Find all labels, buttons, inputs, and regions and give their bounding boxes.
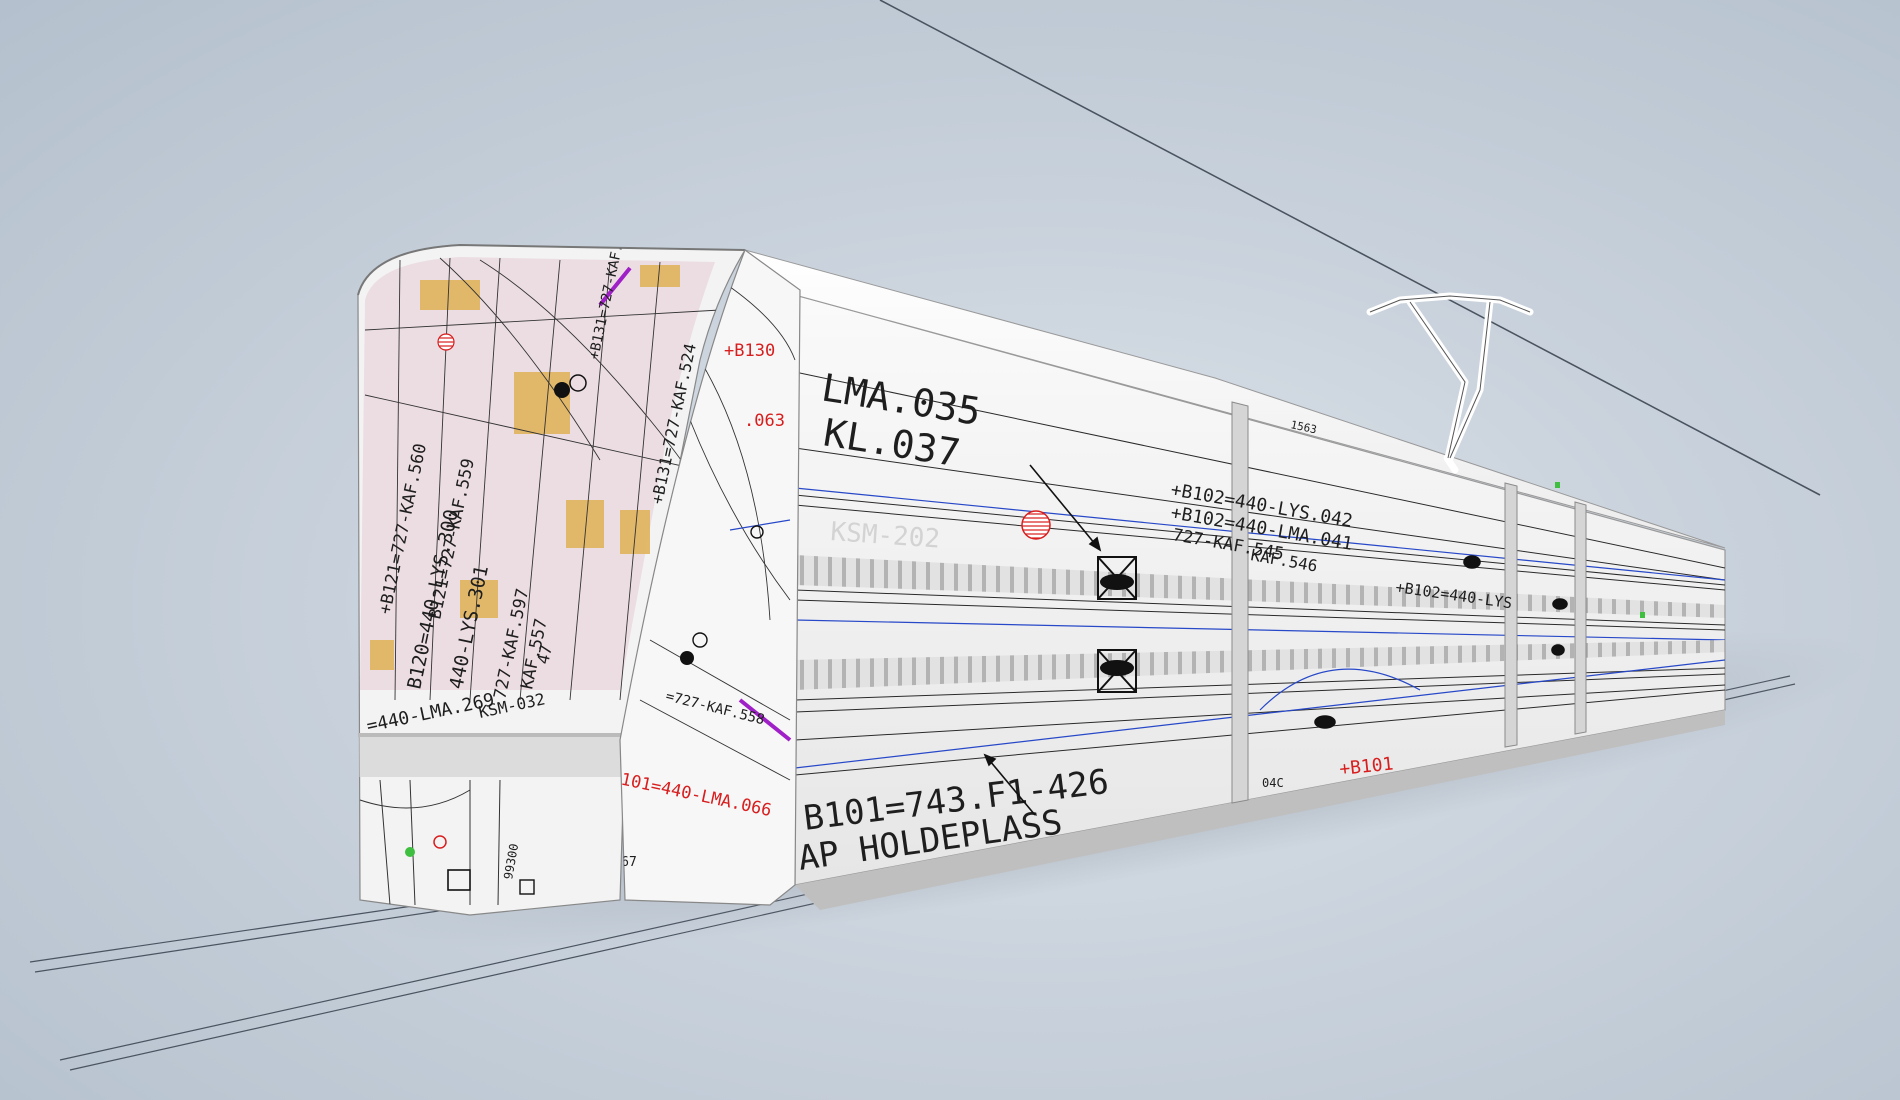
headlight-bar [358, 733, 626, 737]
tram-side: LMA.035 KL.037 KSM-202 B101=743.F1-426 A… [744, 249, 1726, 910]
rail-track-upper [795, 555, 1725, 618]
label-num99300: 99300 [501, 843, 521, 881]
label-num47: 47 [533, 643, 556, 666]
front-hatched-circle-icon [437, 333, 455, 351]
signal-marker-icon [1097, 556, 1137, 693]
front-windshield-map [360, 257, 715, 690]
front-bumper-stripe [358, 735, 628, 777]
label-1563: 1563 [1289, 418, 1318, 436]
label-kaf567: KAF.567 [582, 855, 637, 870]
rail-track-lower [795, 640, 1725, 690]
section-joints [1231, 401, 1587, 804]
overhead-wire [879, 0, 1821, 496]
label-04c: 04C [1262, 776, 1284, 790]
tram-corner-panel: +B130 .063 =727-KAF.558 +B101=440-LMA.06… [582, 249, 801, 906]
label-b130: +B130 [724, 341, 775, 361]
hatched-circle-icon [1021, 510, 1051, 540]
label-063: .063 [744, 411, 785, 431]
